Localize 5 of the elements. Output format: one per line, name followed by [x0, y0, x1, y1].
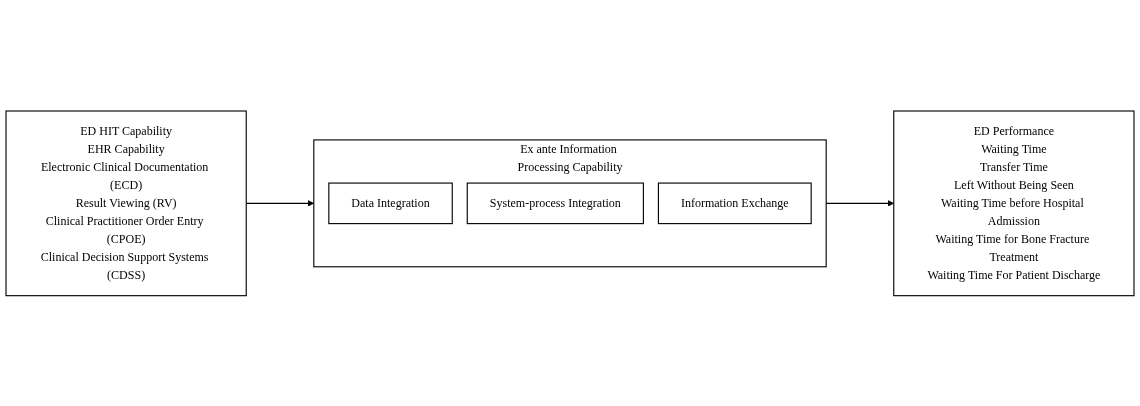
node-box: Data Integration: [328, 182, 453, 224]
node-box: ED HIT Capability EHR Capability Electronic Clinical Documentation (ECD) Result Viewing (RV) Clinical Practitioner Order Entry (CPOE) Clinical Decision Support Systems (CDSS): [5, 110, 247, 296]
node-box: System-process Integration: [466, 182, 644, 224]
node-box: Information Exchange: [657, 182, 812, 224]
node-box: ED Performance Waiting Time Transfer Time Left Without Being Seen Waiting Time before Hospital Admission Waiting Time for Bone Fracture Treatment Waiting Time For Patient Discharge: [893, 110, 1135, 296]
